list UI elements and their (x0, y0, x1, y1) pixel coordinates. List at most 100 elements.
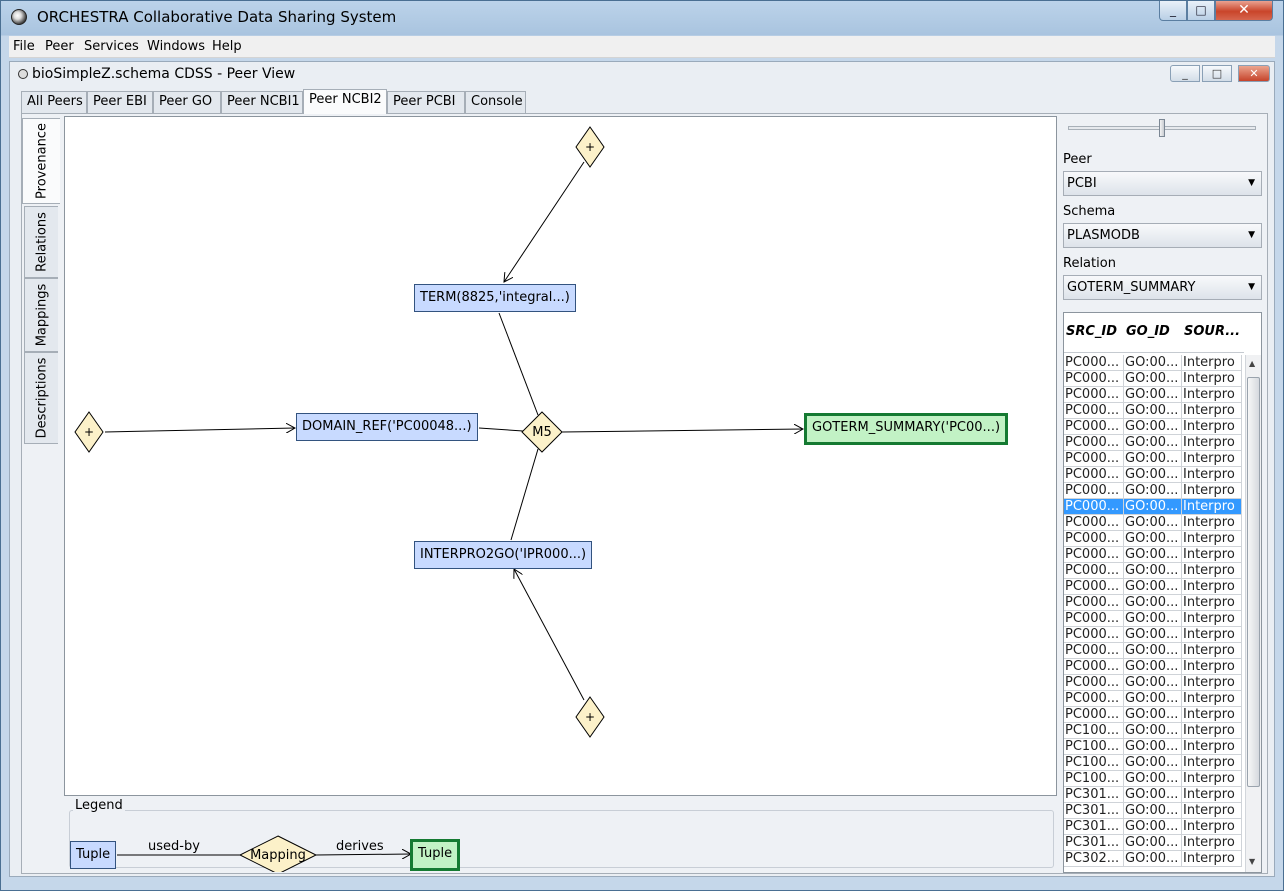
minimize-button[interactable]: _ (1159, 1, 1187, 21)
tab-peer-go[interactable]: Peer GO (153, 91, 221, 113)
side-tab-mappings[interactable]: Mappings (24, 278, 58, 352)
tab-peer-ebi[interactable]: Peer EBI (87, 91, 153, 113)
table-row[interactable]: PC301...GO:00...Interpro (1064, 835, 1242, 851)
tuple-term[interactable]: TERM(8825,'integral...) (414, 284, 576, 312)
table-cell: PC000... (1064, 579, 1124, 595)
table-row[interactable]: PC000...GO:00...Interpro (1064, 563, 1242, 579)
scroll-down-icon[interactable]: ▼ (1249, 857, 1256, 866)
inner-minimize-button[interactable]: _ (1170, 65, 1200, 82)
table-row[interactable]: PC000...GO:00...Interpro (1064, 691, 1242, 707)
peer-select[interactable]: PCBI ▼ (1063, 171, 1262, 196)
table-row[interactable]: PC000...GO:00...Interpro (1064, 355, 1242, 371)
column-header-source[interactable]: SOUR... (1184, 324, 1241, 339)
table-row[interactable]: PC000...GO:00...Interpro (1064, 627, 1242, 643)
table-row[interactable]: PC000...GO:00...Interpro (1064, 547, 1242, 563)
peer-select-value: PCBI (1067, 176, 1097, 191)
table-row[interactable]: PC000...GO:00...Interpro (1064, 387, 1242, 403)
table-row[interactable]: PC000...GO:00...Interpro (1064, 499, 1242, 515)
side-tab-label: Provenance (34, 123, 49, 199)
table-row[interactable]: PC000...GO:00...Interpro (1064, 435, 1242, 451)
side-tab-descriptions[interactable]: Descriptions (24, 352, 58, 444)
legend-graphic (117, 835, 484, 872)
table-cell: PC000... (1064, 531, 1124, 547)
side-tab-relations[interactable]: Relations (24, 206, 58, 278)
inner-close-button[interactable]: ✕ (1238, 65, 1270, 82)
table-cell: PC000... (1064, 675, 1124, 691)
table-row[interactable]: PC100...GO:00...Interpro (1064, 755, 1242, 771)
table-cell: Interpro (1182, 435, 1242, 451)
table-row[interactable]: PC302...GO:00...Interpro (1064, 851, 1242, 867)
menu-services[interactable]: Services (84, 39, 139, 54)
menu-peer[interactable]: Peer (45, 39, 74, 54)
table-row[interactable]: PC301...GO:00...Interpro (1064, 803, 1242, 819)
tab-peer-pcbi[interactable]: Peer PCBI (387, 91, 465, 113)
tab-peer-ncbi2[interactable]: Peer NCBI2 (303, 89, 387, 114)
table-row[interactable]: PC000...GO:00...Interpro (1064, 371, 1242, 387)
table-row[interactable]: PC000...GO:00...Interpro (1064, 707, 1242, 723)
table-cell: GO:00... (1124, 611, 1182, 627)
relation-select[interactable]: GOTERM_SUMMARY ▼ (1063, 275, 1262, 300)
table-row[interactable]: PC100...GO:00...Interpro (1064, 771, 1242, 787)
column-header-src-id[interactable]: SRC_ID (1066, 324, 1118, 339)
provenance-graph-canvas[interactable]: + + + M5 TERM(8825,'integral...) DOMAIN_… (64, 116, 1057, 796)
side-tab-provenance[interactable]: Provenance (22, 118, 60, 204)
table-row[interactable]: PC100...GO:00...Interpro (1064, 723, 1242, 739)
table-row[interactable]: PC000...GO:00...Interpro (1064, 515, 1242, 531)
table-row[interactable]: PC000...GO:00...Interpro (1064, 451, 1242, 467)
maximize-button[interactable]: □ (1187, 1, 1215, 21)
table-row[interactable]: PC000...GO:00...Interpro (1064, 675, 1242, 691)
table-row[interactable]: PC000...GO:00...Interpro (1064, 659, 1242, 675)
menu-help[interactable]: Help (212, 39, 242, 54)
table-row[interactable]: PC000...GO:00...Interpro (1064, 611, 1242, 627)
table-cell: Interpro (1182, 547, 1242, 563)
table-row[interactable]: PC000...GO:00...Interpro (1064, 467, 1242, 483)
table-cell: Interpro (1182, 659, 1242, 675)
table-row[interactable]: PC301...GO:00...Interpro (1064, 787, 1242, 803)
close-button[interactable]: ✕ (1215, 1, 1273, 21)
menu-windows[interactable]: Windows (147, 39, 206, 54)
side-tab-label: Relations (34, 212, 49, 272)
tab-content: Provenance Relations Mappings Descriptio… (21, 113, 1268, 874)
tab-all-peers[interactable]: All Peers (21, 91, 87, 113)
scrollbar-thumb[interactable] (1247, 377, 1260, 787)
table-scrollbar[interactable]: ▲ ▼ (1245, 355, 1261, 872)
table-cell: GO:00... (1124, 851, 1182, 867)
tab-peer-ncbi1[interactable]: Peer NCBI1 (221, 91, 303, 113)
relation-side-panel: Peer PCBI ▼ Schema PLASMODB ▼ Relation G… (1062, 116, 1265, 873)
scroll-up-icon[interactable]: ▲ (1249, 359, 1256, 368)
table-cell: Interpro (1182, 851, 1242, 867)
table-row[interactable]: PC000...GO:00...Interpro (1064, 595, 1242, 611)
table-row[interactable]: PC000...GO:00...Interpro (1064, 579, 1242, 595)
tuple-domain-ref[interactable]: DOMAIN_REF('PC00048...) (296, 413, 478, 441)
side-tab-label: Mappings (34, 283, 49, 347)
table-row[interactable]: PC000...GO:00...Interpro (1064, 531, 1242, 547)
table-cell: GO:00... (1124, 435, 1182, 451)
plus-node-top[interactable] (575, 126, 605, 168)
table-row[interactable]: PC000...GO:00...Interpro (1064, 419, 1242, 435)
column-header-go-id[interactable]: GO_ID (1126, 324, 1170, 339)
table-cell: PC000... (1064, 595, 1124, 611)
mapping-node-m5[interactable] (521, 411, 563, 453)
tuple-interpro2go[interactable]: INTERPRO2GO('IPR000...) (414, 541, 593, 569)
table-cell: Interpro (1182, 707, 1242, 723)
table-row[interactable]: PC000...GO:00...Interpro (1064, 403, 1242, 419)
table-cell: PC100... (1064, 771, 1124, 787)
table-row[interactable]: PC100...GO:00...Interpro (1064, 739, 1242, 755)
zoom-slider-handle[interactable] (1159, 119, 1165, 137)
table-cell: GO:00... (1124, 547, 1182, 563)
table-row[interactable]: PC000...GO:00...Interpro (1064, 483, 1242, 499)
plus-node-bottom[interactable] (575, 696, 605, 738)
tab-console[interactable]: Console (465, 91, 526, 113)
table-cell: Interpro (1182, 819, 1242, 835)
provenance-graph (74, 126, 1056, 738)
chevron-down-icon: ▼ (1248, 282, 1255, 292)
menu-file[interactable]: File (13, 39, 35, 54)
plus-node-left[interactable] (74, 411, 104, 453)
schema-select[interactable]: PLASMODB ▼ (1063, 223, 1262, 248)
table-row[interactable]: PC301...GO:00...Interpro (1064, 819, 1242, 835)
table-row[interactable]: PC000...GO:00...Interpro (1064, 643, 1242, 659)
table-cell: Interpro (1182, 355, 1242, 371)
inner-maximize-button[interactable]: □ (1202, 65, 1232, 82)
tuple-goterm-summary[interactable]: GOTERM_SUMMARY('PC00...) (804, 413, 1009, 445)
